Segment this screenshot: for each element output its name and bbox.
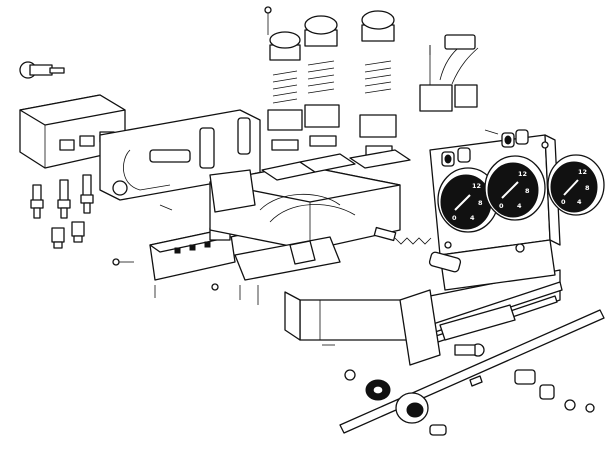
gauge-label-4: 4 <box>577 198 582 206</box>
control-knob <box>395 392 429 424</box>
switch-assembly <box>419 34 479 112</box>
plunger-rod <box>373 226 462 273</box>
manifold-block <box>149 227 241 281</box>
lever-assembly <box>399 289 516 366</box>
gauge-label-4: 4 <box>517 202 522 210</box>
sensor-3 <box>80 174 94 214</box>
sensor-2 <box>57 179 71 219</box>
lower-right-fittings <box>429 369 595 436</box>
gauge-left: 12 8 4 0 <box>437 167 499 233</box>
gauge-label-8: 8 <box>585 184 590 192</box>
gauge-couplings <box>441 129 529 167</box>
gauge-middle: 12 8 4 0 <box>484 155 546 221</box>
gauge-label-12: 12 <box>578 168 587 176</box>
gauge-label-12: 12 <box>518 170 527 178</box>
star-wheel <box>365 379 391 401</box>
spring-stack-1 <box>267 31 303 151</box>
gauge-label-0: 0 <box>499 202 504 210</box>
sensor-1 <box>30 184 44 219</box>
gauge-label-0: 0 <box>561 198 566 206</box>
screws <box>112 6 525 381</box>
gauge-label-0: 0 <box>452 214 457 222</box>
gauge-right: 12 8 4 0 <box>547 154 605 216</box>
side-cube <box>209 169 256 213</box>
top-left-fitting <box>19 61 65 79</box>
gauge-label-4: 4 <box>470 214 475 222</box>
spring-stack-3 <box>359 10 397 157</box>
slide-plate <box>234 236 341 281</box>
gauge-label-8: 8 <box>525 187 530 195</box>
spring-stack-2 <box>304 15 340 147</box>
pipe-loop <box>123 149 171 191</box>
left-block <box>19 94 126 169</box>
diaphragm-plates <box>261 149 411 181</box>
gauge-label-12: 12 <box>472 182 481 190</box>
gauge-label-8: 8 <box>478 199 483 207</box>
sensor-lower <box>51 221 85 249</box>
